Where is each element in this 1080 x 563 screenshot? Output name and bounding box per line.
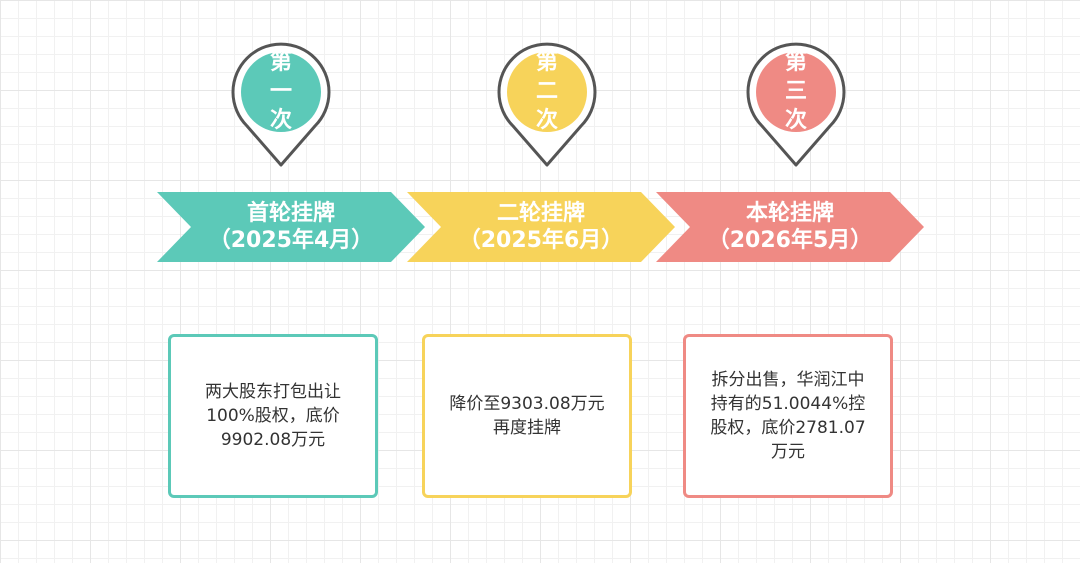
arrow-date-3: （2026年5月） bbox=[707, 228, 873, 253]
pin-label-2: 第 二 次 bbox=[535, 50, 558, 133]
arrow-title-1: 首轮挂牌 bbox=[246, 201, 335, 226]
arrow-title-2: 二轮挂牌 bbox=[496, 201, 585, 226]
timeline-arrow-3: 本轮挂牌 （2026年5月） bbox=[656, 192, 924, 262]
description-box-3: 拆分出售，华润江中 持有的51.0044%控 股权，底价2781.07 万元 bbox=[683, 334, 893, 498]
location-pin-icon-2: 第 二 次 bbox=[491, 38, 603, 168]
timeline-arrow-2: 二轮挂牌 （2025年6月） bbox=[407, 192, 675, 262]
arrow-title-3: 本轮挂牌 bbox=[745, 201, 834, 226]
timeline-arrow-1: 首轮挂牌 （2025年4月） bbox=[157, 192, 425, 262]
description-box-1: 两大股东打包出让 100%股权，底价 9902.08万元 bbox=[168, 334, 378, 498]
pin-label-3: 第 三 次 bbox=[784, 50, 807, 133]
location-pin-icon-1: 第 一 次 bbox=[225, 38, 337, 168]
arrow-date-1: （2025年4月） bbox=[208, 228, 374, 253]
pin-label-1: 第 一 次 bbox=[269, 50, 292, 133]
location-pin-icon-3: 第 三 次 bbox=[740, 38, 852, 168]
arrow-date-2: （2025年6月） bbox=[458, 228, 624, 253]
description-box-2: 降价至9303.08万元 再度挂牌 bbox=[422, 334, 632, 498]
